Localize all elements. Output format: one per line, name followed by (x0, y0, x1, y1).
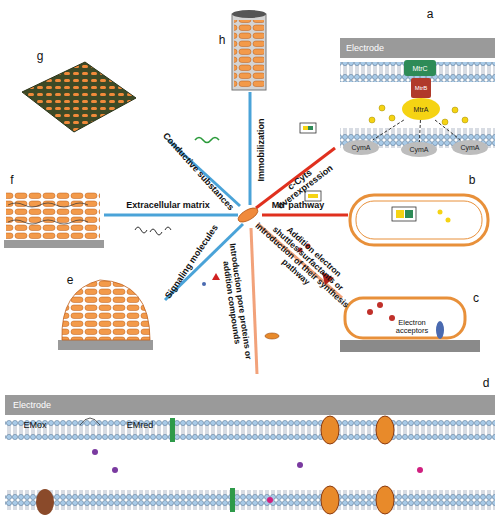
porin (376, 416, 394, 444)
blue-spoke (249, 92, 252, 205)
porin (321, 486, 339, 514)
electrode-band: Electrode (5, 395, 495, 415)
gene-box (300, 123, 316, 133)
cell-envelope (345, 298, 465, 338)
electrode-band: Electrode (340, 38, 495, 58)
mtra-protein: MtrA (402, 98, 440, 120)
panel-letter: f (2, 174, 22, 187)
panel-letter: d (476, 377, 496, 390)
gene-mark (396, 210, 404, 218)
porin (321, 416, 339, 444)
heme-dot (452, 107, 458, 113)
mediator-dot (417, 467, 423, 473)
mediator-dot (112, 467, 118, 473)
pore-protein-symbol (265, 333, 279, 339)
spoke-label: Mtr pathway (258, 201, 338, 210)
mediator-dot (297, 462, 303, 468)
gene-mark (308, 194, 318, 198)
blue-spoke (104, 214, 238, 217)
red-spoke (262, 214, 348, 217)
panel-letter: h (212, 34, 232, 47)
shuttle-dot (389, 315, 395, 321)
shuttle-dot (377, 302, 383, 308)
spoke-label: Addition electron shuttles/surfactants o… (247, 207, 364, 317)
protein-dot (438, 210, 443, 215)
matrix-squiggle (135, 227, 171, 235)
matrix-fibres (8, 203, 88, 224)
gene-mark (303, 126, 308, 130)
protein-dot (446, 218, 451, 223)
node-text: CymA (351, 144, 370, 151)
heme-dot (369, 117, 375, 123)
node-text: Electrode (13, 401, 51, 410)
cyma-protein: CymA (401, 142, 437, 157)
cyma-protein: CymA (452, 140, 488, 155)
node-text: Electrode (346, 44, 384, 53)
cycle-arrow (80, 418, 100, 425)
heme-dot (379, 105, 385, 111)
biofilm (62, 280, 150, 340)
node-text: CymA (460, 144, 479, 151)
panel-letter: c (466, 292, 486, 305)
heme-dot (389, 115, 395, 121)
electrode-base (58, 340, 153, 350)
conductive-biofilm (22, 62, 136, 132)
electron-acceptor-surface (340, 340, 480, 352)
plasmid-box (392, 207, 416, 221)
spoke-label: Immobilization (257, 100, 266, 200)
signal-molecule (212, 273, 220, 280)
biofilm-with-matrix (6, 192, 100, 240)
panel-letter: b (462, 174, 482, 187)
heme-dot (462, 117, 468, 123)
mediator-dot (92, 449, 98, 455)
inner-membrane (5, 490, 495, 510)
spoke-label: Signaling molecules (157, 214, 226, 310)
spoke-label: Introduction pore proteins or addition c… (219, 241, 253, 362)
electron-transfer-line (373, 120, 404, 140)
cell-envelope (350, 195, 488, 245)
panel-letter: a (420, 8, 440, 21)
pore-protein (170, 418, 175, 442)
shuttle-dot (367, 309, 373, 315)
electron-transfer-line (419, 120, 420, 142)
mediator-dot (267, 497, 273, 503)
node-text: MtrC (412, 65, 427, 72)
panel-letter: g (30, 50, 50, 63)
pore-protein (230, 488, 235, 512)
membrane-enzyme (36, 489, 54, 515)
signal-molecule (202, 282, 206, 286)
electrode-base (4, 240, 104, 248)
node-text: MtrB (415, 85, 428, 91)
column-top (232, 10, 266, 18)
mediator-label: EMox (15, 421, 55, 430)
porin (376, 486, 394, 514)
mtrc-protein: MtrC (404, 60, 436, 76)
column (232, 14, 266, 90)
membrane-protein (436, 321, 444, 339)
electron-transfer-line (435, 120, 460, 140)
mediator-label: EMred (120, 421, 160, 430)
node-text: MtrA (414, 106, 429, 113)
immobilized-cells (234, 20, 264, 88)
node-text: CymA (409, 146, 428, 153)
gene-mark (308, 126, 313, 130)
conductive-squiggle (195, 138, 219, 143)
cyma-protein: CymA (343, 140, 379, 155)
panel-letter: e (60, 274, 80, 287)
mtrb-protein: MtrB (411, 78, 431, 98)
gene-mark (405, 210, 413, 218)
cell-envelope (356, 201, 482, 239)
outer-membrane (5, 420, 495, 440)
panel-text: Electron acceptors (387, 319, 437, 335)
spoke-label: Extracellular matrix (113, 201, 223, 210)
heme-dot (442, 119, 448, 125)
